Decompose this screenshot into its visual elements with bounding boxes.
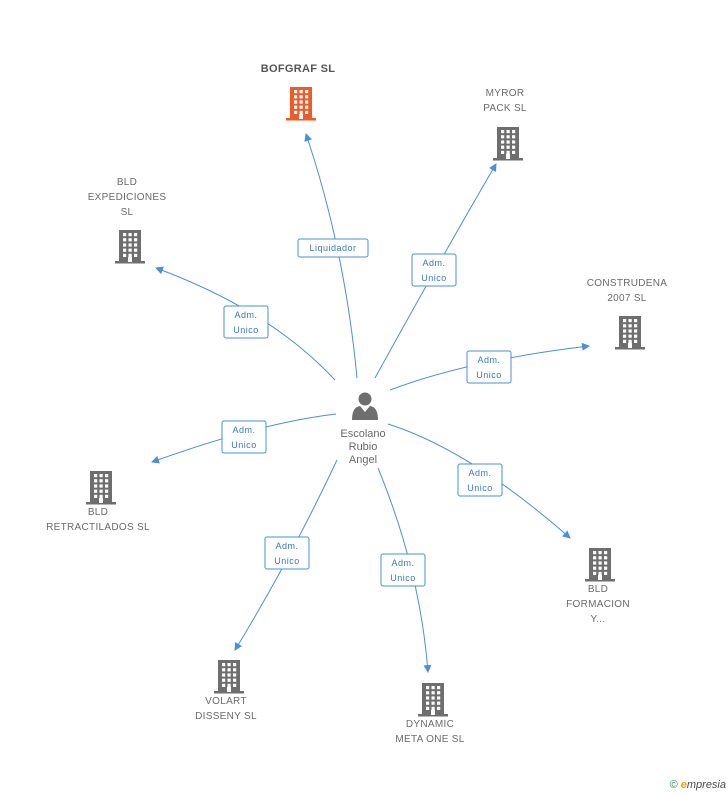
company-label-line: RETRACTILADOS SL [46,522,150,533]
company-label-bofgraf[interactable]: BOFGRAF SL [261,63,336,75]
company-label-line: MYROR [486,88,525,99]
company-label-bld-retractilados[interactable]: BLD RETRACTILADOS SL [46,507,150,533]
company-label-volart[interactable]: VOLART DISSENY SL [195,696,257,722]
relation-label: Liquidador [309,243,356,253]
company-label-bld-expediciones[interactable]: BLD EXPEDICIONES SL [88,177,167,218]
relation-badge-bld-formacion[interactable]: Adm.Unico [457,463,503,497]
relation-label: Adm.Unico [231,425,257,450]
building-icon-bofgraf[interactable] [286,87,316,121]
company-label-line: CONSTRUDENA [587,278,668,289]
building-icon-dynamic[interactable] [418,683,448,717]
relation-label: Adm.Unico [390,558,416,583]
building-icon-volart[interactable] [214,660,244,694]
company-label-line: BOFGRAF SL [261,63,336,75]
relation-badge-dynamic[interactable]: Adm.Unico [380,553,426,587]
relation-badge-construdena[interactable]: Adm.Unico [466,350,512,384]
company-label-line: SL [121,207,134,218]
company-label-line: BLD [117,177,137,188]
relation-badge-bld-expediciones[interactable]: Adm.Unico [223,305,269,339]
building-icon-bld-expediciones[interactable] [115,230,145,264]
relation-label: Adm.Unico [421,258,447,283]
company-label-line: PACK SL [483,103,527,114]
company-label-construdena[interactable]: CONSTRUDENA 2007 SL [587,278,668,304]
company-label-line: BLD [588,584,608,595]
relation-label: Adm.Unico [233,310,259,335]
building-icon-bld-retractilados[interactable] [86,471,116,505]
building-icon-myror[interactable] [493,127,523,161]
person-icon[interactable] [352,392,378,421]
relation-badge-volart[interactable]: Adm.Unico [264,536,310,570]
empresia-logo: © empresia [670,779,726,791]
company-label-bld-formacion[interactable]: BLD FORMACION Y... [566,584,630,625]
company-label-line: VOLART [205,696,247,707]
company-label-line: EXPEDICIONES [88,192,167,203]
copyright-symbol: © [669,779,678,791]
company-label-line: FORMACION [566,599,630,610]
company-label-dynamic[interactable]: DYNAMIC META ONE SL [395,719,464,745]
relation-label: Adm.Unico [274,541,300,566]
relation-label: Adm.Unico [467,468,493,493]
relation-badge-bofgraf[interactable]: Liquidador [297,238,369,258]
building-icon-bld-formacion[interactable] [585,548,615,582]
relation-badge-myror[interactable]: Adm.Unico [411,253,457,287]
company-label-myror[interactable]: MYROR PACK SL [483,88,527,114]
relation-badge-bld-retractilados[interactable]: Adm.Unico [221,420,267,454]
company-label-line: META ONE SL [395,734,464,745]
company-label-line: Y... [591,614,606,625]
building-icon-construdena[interactable] [615,316,645,350]
company-label-line: 2007 SL [607,293,646,304]
relation-label: Adm.Unico [476,355,502,380]
brand-name: empresia [680,779,726,791]
company-label-line: DYNAMIC [406,719,454,730]
company-label-line: DISSENY SL [195,711,257,722]
company-label-line: BLD [88,507,108,518]
